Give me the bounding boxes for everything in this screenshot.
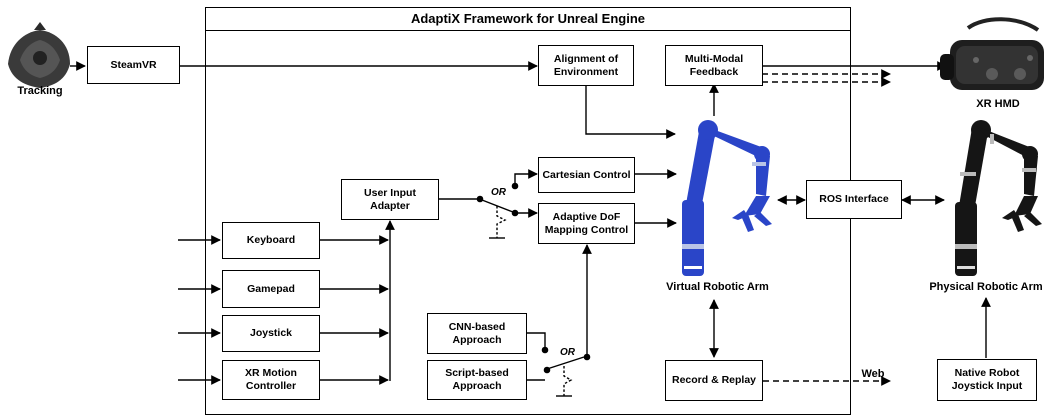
- framework-title-bar: [205, 7, 851, 31]
- feedback-box: Multi-Modal Feedback: [665, 45, 763, 86]
- virtual-robot-arm-icon: [682, 120, 772, 276]
- joystick-box: Joystick: [222, 315, 320, 352]
- user-input-adapter-box: User Input Adapter: [341, 179, 439, 220]
- switch-dashed-top: [496, 206, 507, 238]
- alignment-box: Alignment of Environment: [538, 45, 634, 86]
- or-label-top: OR: [491, 187, 506, 198]
- switch-dashed-bottom: [563, 366, 573, 396]
- record-replay-box: Record & Replay: [665, 360, 763, 401]
- arrow-switch-cartesian: [514, 169, 538, 186]
- framework-title: AdaptiX Framework for Unreal Engine: [410, 11, 646, 26]
- web-label: Web: [861, 368, 885, 380]
- cnn-approach-box: CNN-based Approach: [427, 313, 527, 354]
- gamepad-box: Gamepad: [222, 270, 320, 308]
- switch-lever-bottom: [546, 356, 585, 370]
- physical-robot-arm-icon: [955, 120, 1042, 276]
- tracker-icon: [8, 22, 70, 88]
- arrow-alignment-arm: [585, 85, 676, 139]
- script-approach-box: Script-based Approach: [427, 360, 527, 400]
- steamvr-box: SteamVR: [87, 46, 180, 84]
- physical-arm-label: Physical Robotic Arm: [929, 281, 1043, 293]
- xr-motion-controller-box: XR Motion Controller: [222, 360, 320, 400]
- wire-cnn-switch: [527, 332, 546, 347]
- or-label-bottom: OR: [560, 347, 575, 358]
- ros-interface-box: ROS Interface: [806, 180, 902, 219]
- xr-headset-icon: [940, 17, 1044, 90]
- adaptive-dof-box: Adaptive DoF Mapping Control: [538, 203, 635, 244]
- virtual-arm-label: Virtual Robotic Arm: [666, 281, 769, 293]
- xr-hmd-label: XR HMD: [976, 98, 1020, 110]
- cartesian-box: Cartesian Control: [538, 157, 635, 193]
- native-joystick-box: Native Robot Joystick Input: [937, 359, 1037, 401]
- keyboard-box: Keyboard: [222, 222, 320, 259]
- tracking-label: Tracking: [17, 85, 63, 97]
